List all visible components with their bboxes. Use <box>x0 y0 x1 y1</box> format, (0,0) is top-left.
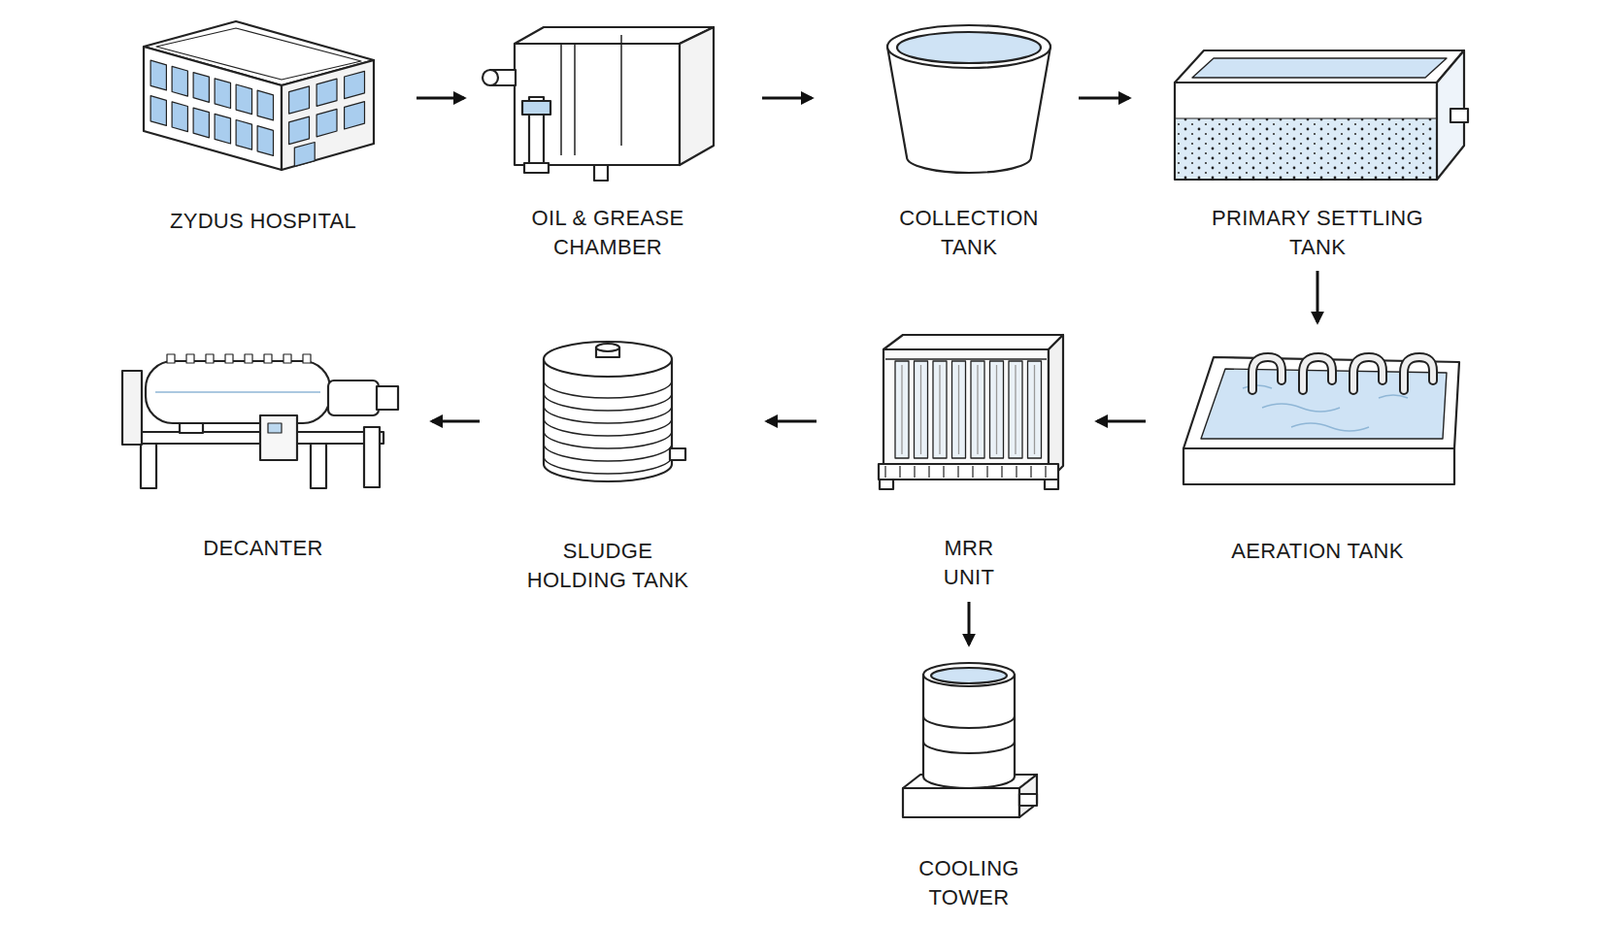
oil-grease-icon <box>482 27 714 181</box>
flow-arrow <box>416 97 465 100</box>
stage-label: ZYDUS HOSPITAL <box>136 206 390 236</box>
stage-node: ZYDUS HOSPITAL <box>124 19 402 248</box>
stage-node: COLLECTION TANK <box>871 19 1067 270</box>
stage-label: OIL & GREASE CHAMBER <box>515 203 700 263</box>
stage-node: COOLING TOWER <box>891 660 1047 918</box>
collection-tank-icon <box>887 25 1051 173</box>
flow-arrow <box>967 601 971 645</box>
settling-tank-icon <box>1174 50 1468 180</box>
stage-label: COOLING TOWER <box>900 854 1037 913</box>
flow-arrow <box>1316 270 1320 323</box>
flow-arrow <box>1097 420 1146 424</box>
stage-node: MRR UNIT <box>842 330 1096 595</box>
decanter-icon <box>122 354 399 489</box>
stage-node: DECANTER <box>114 330 412 568</box>
stage-label: COLLECTION TANK <box>886 203 1052 263</box>
flow-arrow <box>762 97 812 100</box>
aeration-tank-icon <box>1183 357 1460 485</box>
stage-node: OIL & GREASE CHAMBER <box>481 19 734 270</box>
sludge-tank-icon <box>543 341 686 482</box>
cooling-tower-icon <box>902 663 1037 818</box>
flow-arrow <box>432 420 480 424</box>
hospital-icon <box>143 21 374 170</box>
stage-label: PRIMARY SETTLING TANK <box>1196 203 1439 263</box>
stage-node: PRIMARY SETTLING TANK <box>1162 19 1473 267</box>
stage-label: DECANTER <box>136 533 390 564</box>
stage-node: AERATION TANK <box>1159 334 1476 573</box>
stage-label: SLUDGE HOLDING TANK <box>515 536 700 596</box>
flow-arrow <box>1078 97 1130 100</box>
stage-label: AERATION TANK <box>1181 536 1454 567</box>
flow-arrow <box>766 420 817 424</box>
stage-label: MRR UNIT <box>925 533 1013 593</box>
mrr-unit-icon <box>878 334 1064 490</box>
stage-node: SLUDGE HOLDING TANK <box>500 330 715 602</box>
